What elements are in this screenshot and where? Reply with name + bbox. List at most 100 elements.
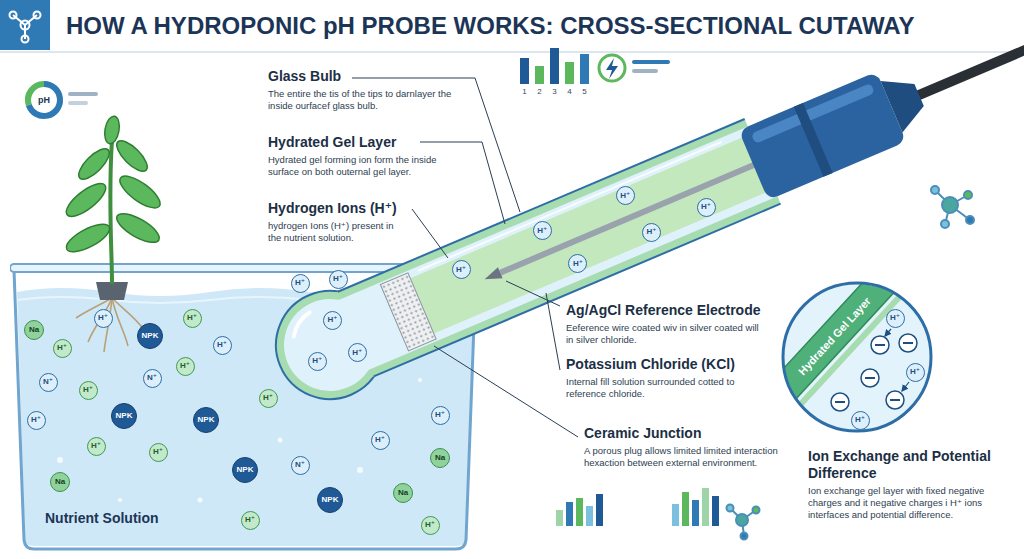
ion-circle: H⁺: [79, 381, 98, 400]
callout-heading: Ceramic Junction: [584, 425, 784, 442]
callout-body: Ion exchange gel layer with fixed negati…: [808, 485, 1013, 521]
bar-chart-icon: [520, 48, 589, 84]
ion-circle: H⁺: [53, 339, 72, 358]
callout-heading: Potassium Chloride (KCl): [566, 356, 776, 373]
ion-label: NPK: [322, 496, 339, 504]
ion-label: H⁺: [647, 228, 657, 236]
callout-heading: Hydrogen Ions (H⁺): [268, 200, 468, 217]
ion-circle: H⁺: [259, 389, 278, 408]
ion-circle: H⁺: [291, 274, 310, 293]
ion-label: H⁺: [263, 394, 273, 402]
ion-label: H⁺: [573, 260, 583, 268]
ion-label: NPK: [116, 412, 133, 420]
ion-label: H⁺: [180, 362, 190, 370]
ph-probe: [259, 0, 1024, 416]
ion-label: H⁺: [425, 521, 435, 529]
ion-circle: N⁺: [291, 456, 310, 475]
ion-label: H⁺: [327, 316, 337, 324]
ion-label: Na: [435, 454, 445, 462]
ion-label: N⁺: [147, 374, 157, 382]
ion-circle: H⁺: [27, 411, 46, 430]
molecule-icon: [727, 505, 760, 540]
ion-label: H⁺: [855, 416, 865, 424]
title-icon: [0, 0, 50, 50]
ion-circle: H⁺: [183, 309, 202, 328]
callout-heading: Ion Exchange and Potential Difference: [808, 448, 1008, 482]
ion-circle: NPK: [317, 487, 343, 513]
ion-label: H⁺: [187, 314, 197, 322]
ion-circle: H⁺: [323, 311, 342, 330]
ion-circle: H⁺: [452, 260, 471, 279]
ion-label: Na: [55, 478, 65, 486]
ion-label: H⁺: [245, 516, 255, 524]
ion-circle: H⁺: [94, 309, 113, 328]
ion-circle: H⁺: [886, 309, 905, 328]
ion-label: NPK: [198, 416, 215, 424]
axis-number: 2: [533, 87, 546, 97]
ion-label: H⁺: [57, 344, 67, 352]
ion-label: H⁺: [31, 416, 41, 424]
callout-body: hydrogen Ions (H⁺) present in the nutrie…: [268, 220, 408, 244]
ion-label: H⁺: [375, 436, 385, 444]
callout-heading: Hydrated Gel Layer: [268, 134, 468, 151]
molecule-icon: [931, 186, 974, 228]
ion-label: NPK: [237, 466, 254, 474]
diagram-title: HOW A HYDROPONIC pH PROBE WORKS: CROSS-S…: [66, 12, 914, 40]
power-icon: [599, 55, 670, 81]
ion-label: H⁺: [456, 266, 466, 274]
ion-label: H⁺: [91, 442, 101, 450]
ion-label: Na: [29, 326, 39, 334]
ion-label: H⁺: [295, 279, 305, 287]
ion-label: H⁺: [435, 411, 445, 419]
ion-circle: H⁺: [616, 186, 635, 205]
ion-circle: H⁺: [906, 363, 925, 382]
ion-label: H⁺: [910, 368, 920, 376]
axis-number: 1: [518, 87, 531, 97]
ion-label: H⁺: [701, 203, 711, 211]
leader-lines: [352, 78, 578, 437]
ion-circle: H⁺: [421, 516, 440, 535]
ion-label: H⁺: [537, 227, 547, 235]
ion-circle: Na: [393, 483, 413, 503]
ion-circle: Na: [24, 320, 44, 340]
ion-label: N⁺: [43, 378, 53, 386]
callout-body: Eeference wire coated wiv in silver coat…: [566, 322, 766, 346]
ion-circle: H⁺: [213, 336, 232, 355]
icon-label: pH: [34, 95, 54, 106]
axis-number: 4: [563, 87, 576, 97]
tank-label: Nutrient Solution: [45, 510, 159, 526]
ion-circle: H⁺: [329, 270, 348, 289]
ion-label: H⁺: [153, 448, 163, 456]
ion-circle: H⁺: [371, 431, 390, 450]
callout-body: Hydrated gel forming ion form the inside…: [268, 154, 458, 178]
ion-label: NPK: [142, 332, 159, 340]
ion-label: H⁺: [333, 275, 343, 283]
ion-label: N⁺: [295, 461, 305, 469]
ion-label: H⁺: [217, 341, 227, 349]
callout-heading: Glass Bulb: [268, 68, 468, 85]
ion-circle: NPK: [137, 323, 163, 349]
ion-circle: H⁺: [697, 198, 716, 217]
axis-number: 5: [578, 87, 591, 97]
callout-heading: Ag/AgCl Reference Electrode: [566, 302, 781, 319]
plant: [62, 115, 165, 352]
ion-circle: H⁺: [149, 443, 168, 462]
ion-circle: H⁺: [851, 411, 870, 430]
bar-chart-icon: [556, 488, 719, 526]
axis-number: 3: [548, 87, 561, 97]
ion-label: H⁺: [98, 314, 108, 322]
ion-label: H⁺: [312, 357, 322, 365]
ion-label: H⁺: [890, 314, 900, 322]
ion-circle: NPK: [193, 407, 219, 433]
ion-circle: Na: [50, 472, 70, 492]
title-rule: [0, 51, 1024, 53]
ion-circle: H⁺: [241, 511, 260, 530]
ion-circle: NPK: [111, 403, 137, 429]
callout-body: A porous plug allows limited limited int…: [584, 445, 779, 469]
callout-body: The entire the tis of the tips to darnla…: [268, 88, 463, 112]
ion-circle: N⁺: [143, 369, 162, 388]
callout-body: Internal fill solution surrounded cotted…: [566, 376, 766, 400]
ion-circle: H⁺: [308, 352, 327, 371]
magnified-gel-inset: Hydrated Gel LayerH⁺H⁺H⁺: [781, 281, 933, 433]
ion-circle: H⁺: [176, 357, 195, 376]
